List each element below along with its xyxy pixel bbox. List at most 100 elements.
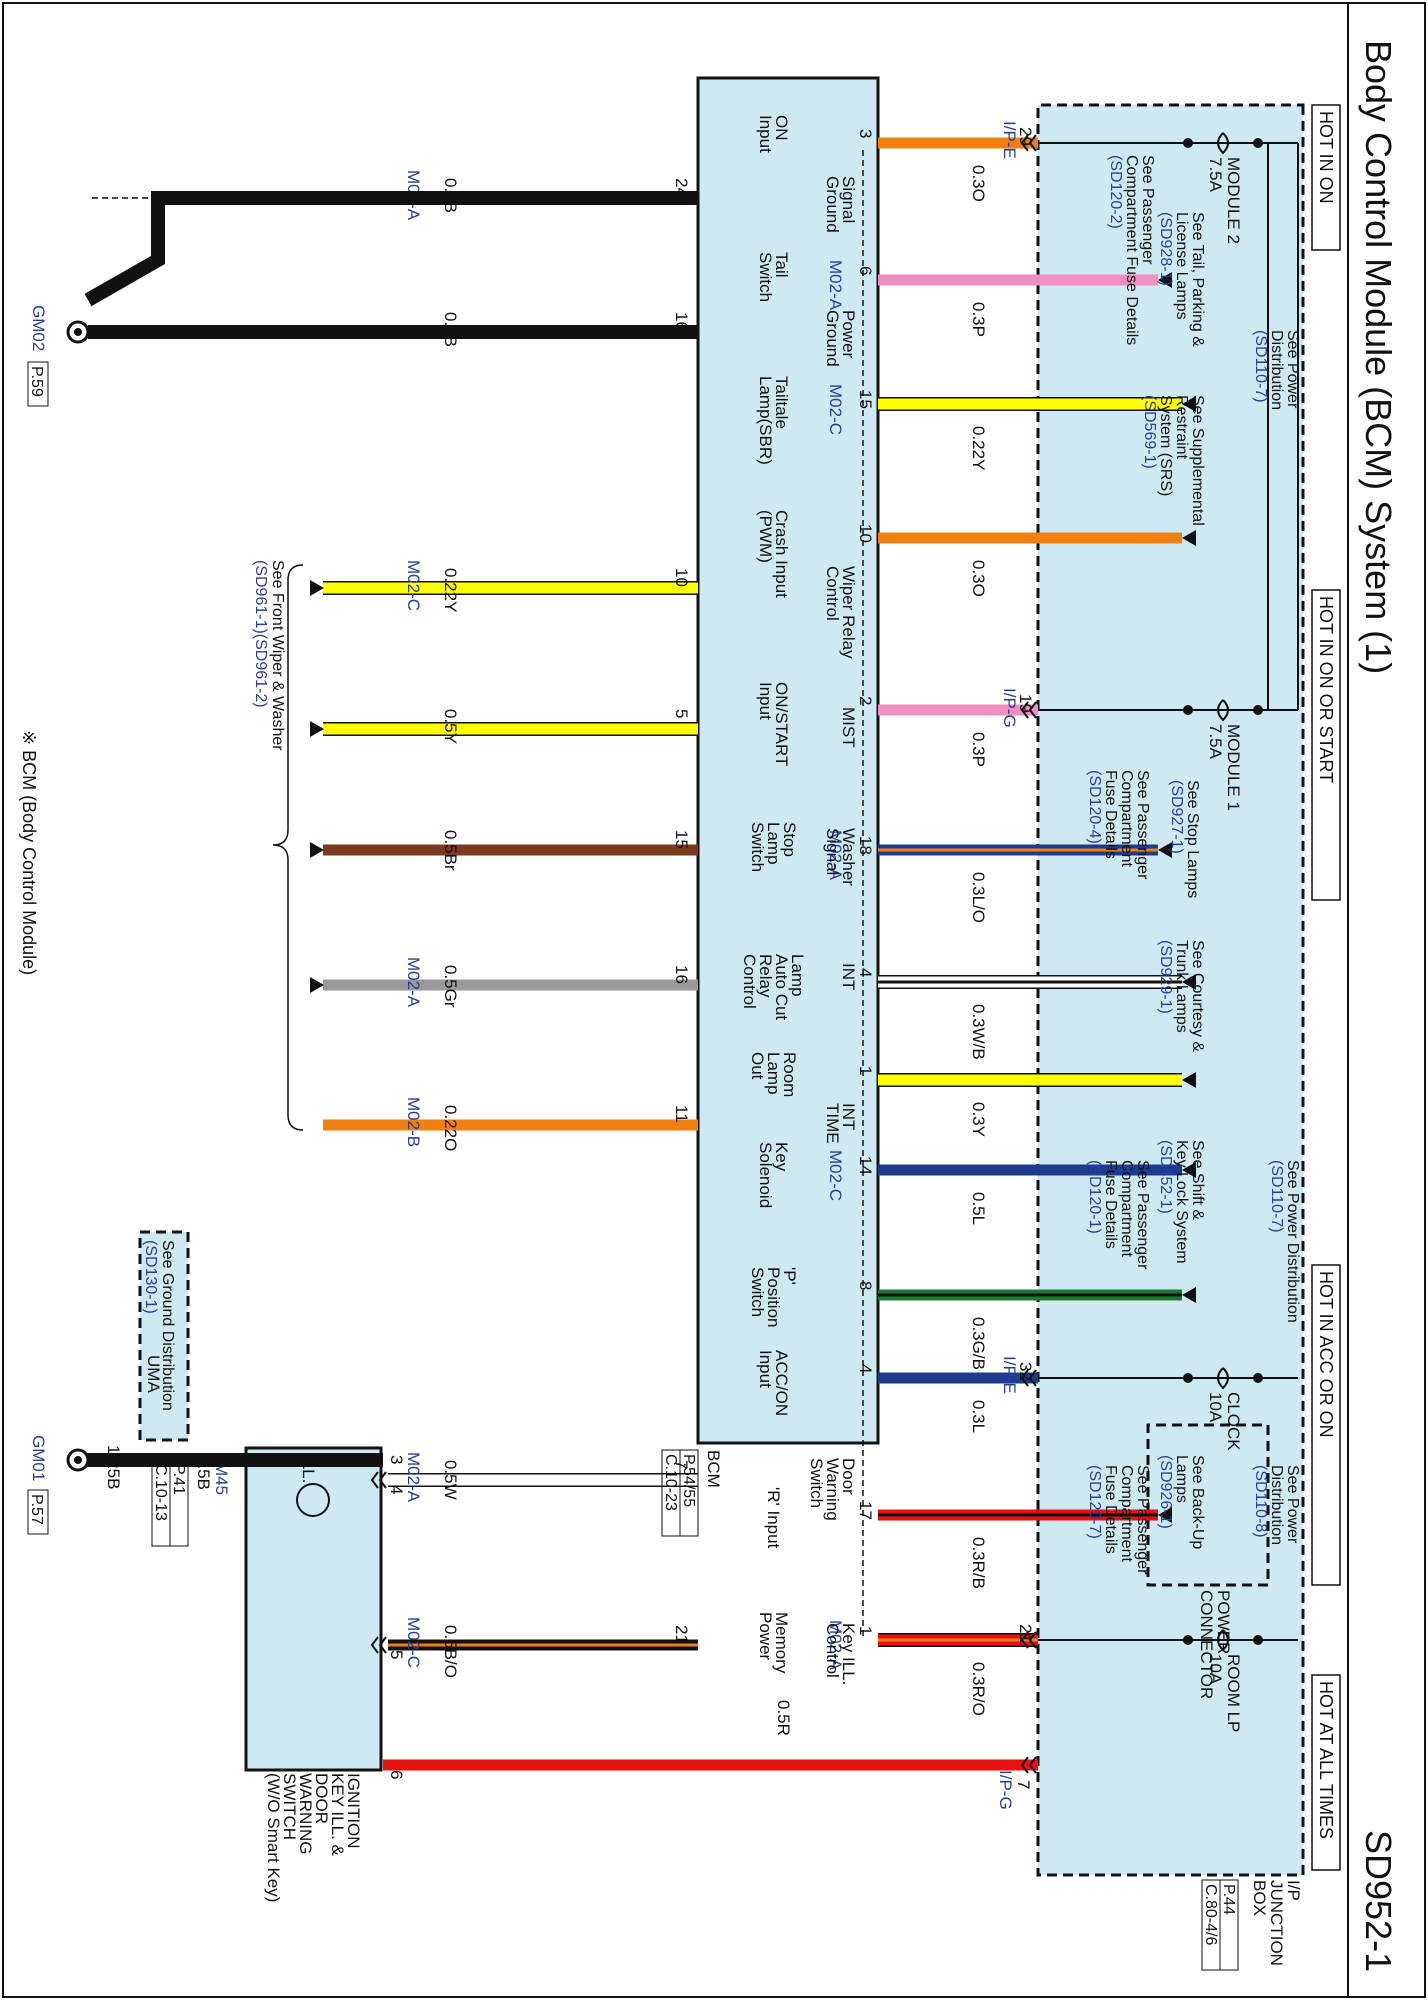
- upper-pin-label-line: Tail: [772, 252, 791, 278]
- jb-node: [1183, 1373, 1193, 1383]
- see-reference-code: (SD120-4): [1086, 770, 1103, 844]
- upper-arrow: [1182, 1287, 1196, 1303]
- system-see-reference-text-line: Key Lock System: [1173, 1140, 1190, 1264]
- upper-pin-number: 14: [856, 1156, 875, 1175]
- lower-pin-label-line: Ground: [823, 310, 842, 367]
- bottom-jb-pin: 7: [1014, 1780, 1033, 1789]
- see-reference-code: (SD110-7): [1252, 330, 1269, 403]
- upper-pin-label-line: Room: [780, 1052, 799, 1097]
- ground-gm02-icon: [74, 328, 82, 336]
- switch-connector-chevron: [370, 1471, 387, 1489]
- upper-pin-number: 6: [856, 266, 875, 275]
- lower-wire-label: 0.5B/O: [441, 1625, 460, 1678]
- ground-see-reference-text: See Ground Distribution: [159, 1240, 176, 1411]
- upper-pin-label-line: (PWM): [756, 510, 775, 563]
- lower-pin-label-line: INT: [839, 1103, 858, 1130]
- switch-pin-number: 6: [387, 1770, 406, 1779]
- system-see-reference-code: (SD926-1): [1157, 1455, 1174, 1529]
- see-reference-text-line: Compartment: [1118, 1465, 1135, 1562]
- upper-pin-number: 4: [856, 1364, 875, 1373]
- bcm-box: [696, 76, 880, 1445]
- see-reference-text-line: See Passenger: [1139, 155, 1156, 265]
- hot-label-box: [1311, 589, 1341, 901]
- upper-pin-label-line: Auto Cut: [772, 954, 791, 1020]
- lower-connector-label: M02-C: [404, 560, 423, 611]
- lower-wire-label: 0.5Gr: [441, 965, 460, 1008]
- upper-pin-label-line: Lamp: [788, 954, 807, 997]
- fuse-icon: [1217, 132, 1229, 155]
- jb-connector-chevron: [1020, 701, 1037, 719]
- upper-pin-label-line: Memory: [772, 1612, 791, 1674]
- see-reference-code: (SD120-1): [1086, 1160, 1103, 1234]
- fuse-name: MODULE 2: [1224, 157, 1243, 244]
- lower-wire-label: 0.5Y: [441, 709, 460, 744]
- upper-pin-label-line: Solenoid: [756, 1142, 775, 1208]
- lower-pin-label-line: Control: [823, 566, 842, 621]
- bcm-ref-box: [661, 1449, 681, 1537]
- system-see-reference-code: (SD928-1): [1157, 212, 1174, 286]
- jb-node: [1253, 1373, 1263, 1383]
- upper-pin-number: 18: [856, 836, 875, 855]
- jb-node: [1183, 1635, 1193, 1645]
- upper-connector-label: M02-A: [826, 830, 845, 881]
- see-reference-text-line: Fuse Details: [1102, 770, 1119, 859]
- upper-pin-number: 3: [856, 129, 875, 138]
- jb-pin-number: 21: [1016, 1624, 1035, 1643]
- upper-pin-number: 17: [856, 1501, 875, 1520]
- upper-wire-label: 0.3L/O: [969, 872, 988, 923]
- upper-pin-label-line: Switch: [748, 822, 767, 872]
- upper-pin-number: 8: [856, 1281, 875, 1290]
- jb-pin-number: 32: [1016, 1362, 1035, 1381]
- ground-gm02-ref-box: [27, 361, 49, 407]
- hot-label: HOT AT ALL TIMES: [1316, 1681, 1336, 1839]
- room-lp-box: [1146, 1423, 1270, 1587]
- junction-box: [1036, 103, 1305, 1877]
- jb-ref-box: [1201, 1879, 1221, 1971]
- jb-connector-label: I/P-G: [1000, 688, 1019, 728]
- jb-connector-label: I/P-E: [1000, 121, 1019, 159]
- jb-connector-label: I/P-E: [1000, 1356, 1019, 1394]
- hot-label: HOT IN ACC OR ON: [1316, 1271, 1336, 1438]
- see-reference-text-line: See Passenger: [1134, 1160, 1151, 1270]
- upper-connector-label: M02-A: [826, 260, 845, 311]
- fuse-rating: 7.5A: [1206, 724, 1225, 760]
- system-see-reference-text-line: See Back-Up: [1189, 1455, 1206, 1549]
- upper-wire-label: 0.3W/B: [969, 1004, 988, 1060]
- fuse-name: ROOM LP: [1224, 1654, 1243, 1732]
- upper-pin-number: 15: [856, 390, 875, 409]
- see-reference-text-line: Distribution: [1268, 1465, 1285, 1545]
- lower-pin-label-line: Washer: [839, 828, 858, 886]
- upper-pin-label-line: Input: [756, 115, 775, 153]
- upper-arrow: [1158, 1507, 1172, 1523]
- lower-arrow: [310, 580, 324, 596]
- jb-connector-chevron: [1020, 1756, 1037, 1774]
- lower-wire-label: 0.22Y: [441, 568, 460, 612]
- see-reference-text-line: Compartment: [1118, 770, 1135, 867]
- jb-connector-chevron: [1020, 1369, 1037, 1387]
- lower-pin-number: 7: [672, 1460, 691, 1469]
- junction-box-ref: C.80-4/6: [1202, 1884, 1219, 1945]
- footnote: ※ BCM (Body Control Module): [19, 730, 39, 975]
- bottom-jb-connector: I/P-G: [996, 1770, 1015, 1810]
- upper-pin-label-line: Control: [740, 954, 759, 1009]
- upper-pin-label-line: Input: [756, 1350, 775, 1388]
- lower-pin-label-line: Power: [839, 310, 858, 359]
- see-reference-code: (SD110-8): [1252, 1465, 1269, 1538]
- lower-connector-label: M02-C: [404, 1617, 423, 1668]
- upper-connector-label: M02-A: [826, 1620, 845, 1671]
- junction-box-ref: P.44: [1220, 1884, 1237, 1915]
- lower-wire-label: 0.22O: [441, 1105, 460, 1151]
- jb-node: [1253, 138, 1263, 148]
- upper-pin-label-line: 'P': [780, 1267, 799, 1285]
- upper-pin-label-line: Power: [756, 1612, 775, 1661]
- wiper-brace: [272, 564, 304, 1131]
- uma-wire-label: 0.5B: [194, 1455, 213, 1490]
- upper-wire-label: 0.5L: [969, 1192, 988, 1225]
- lower-wire-label: 0.5Br: [441, 830, 460, 871]
- upper-arrow: [1182, 530, 1196, 546]
- system-see-reference-text-line: Trunk Lamps: [1173, 940, 1190, 1033]
- bcm-ref: P.54/55: [680, 1454, 697, 1507]
- lower-pin-number: 11: [672, 1105, 691, 1123]
- see-reference-text-line: See Power Distribution: [1284, 1160, 1301, 1323]
- lower-connector-label: M02-A: [404, 957, 423, 1008]
